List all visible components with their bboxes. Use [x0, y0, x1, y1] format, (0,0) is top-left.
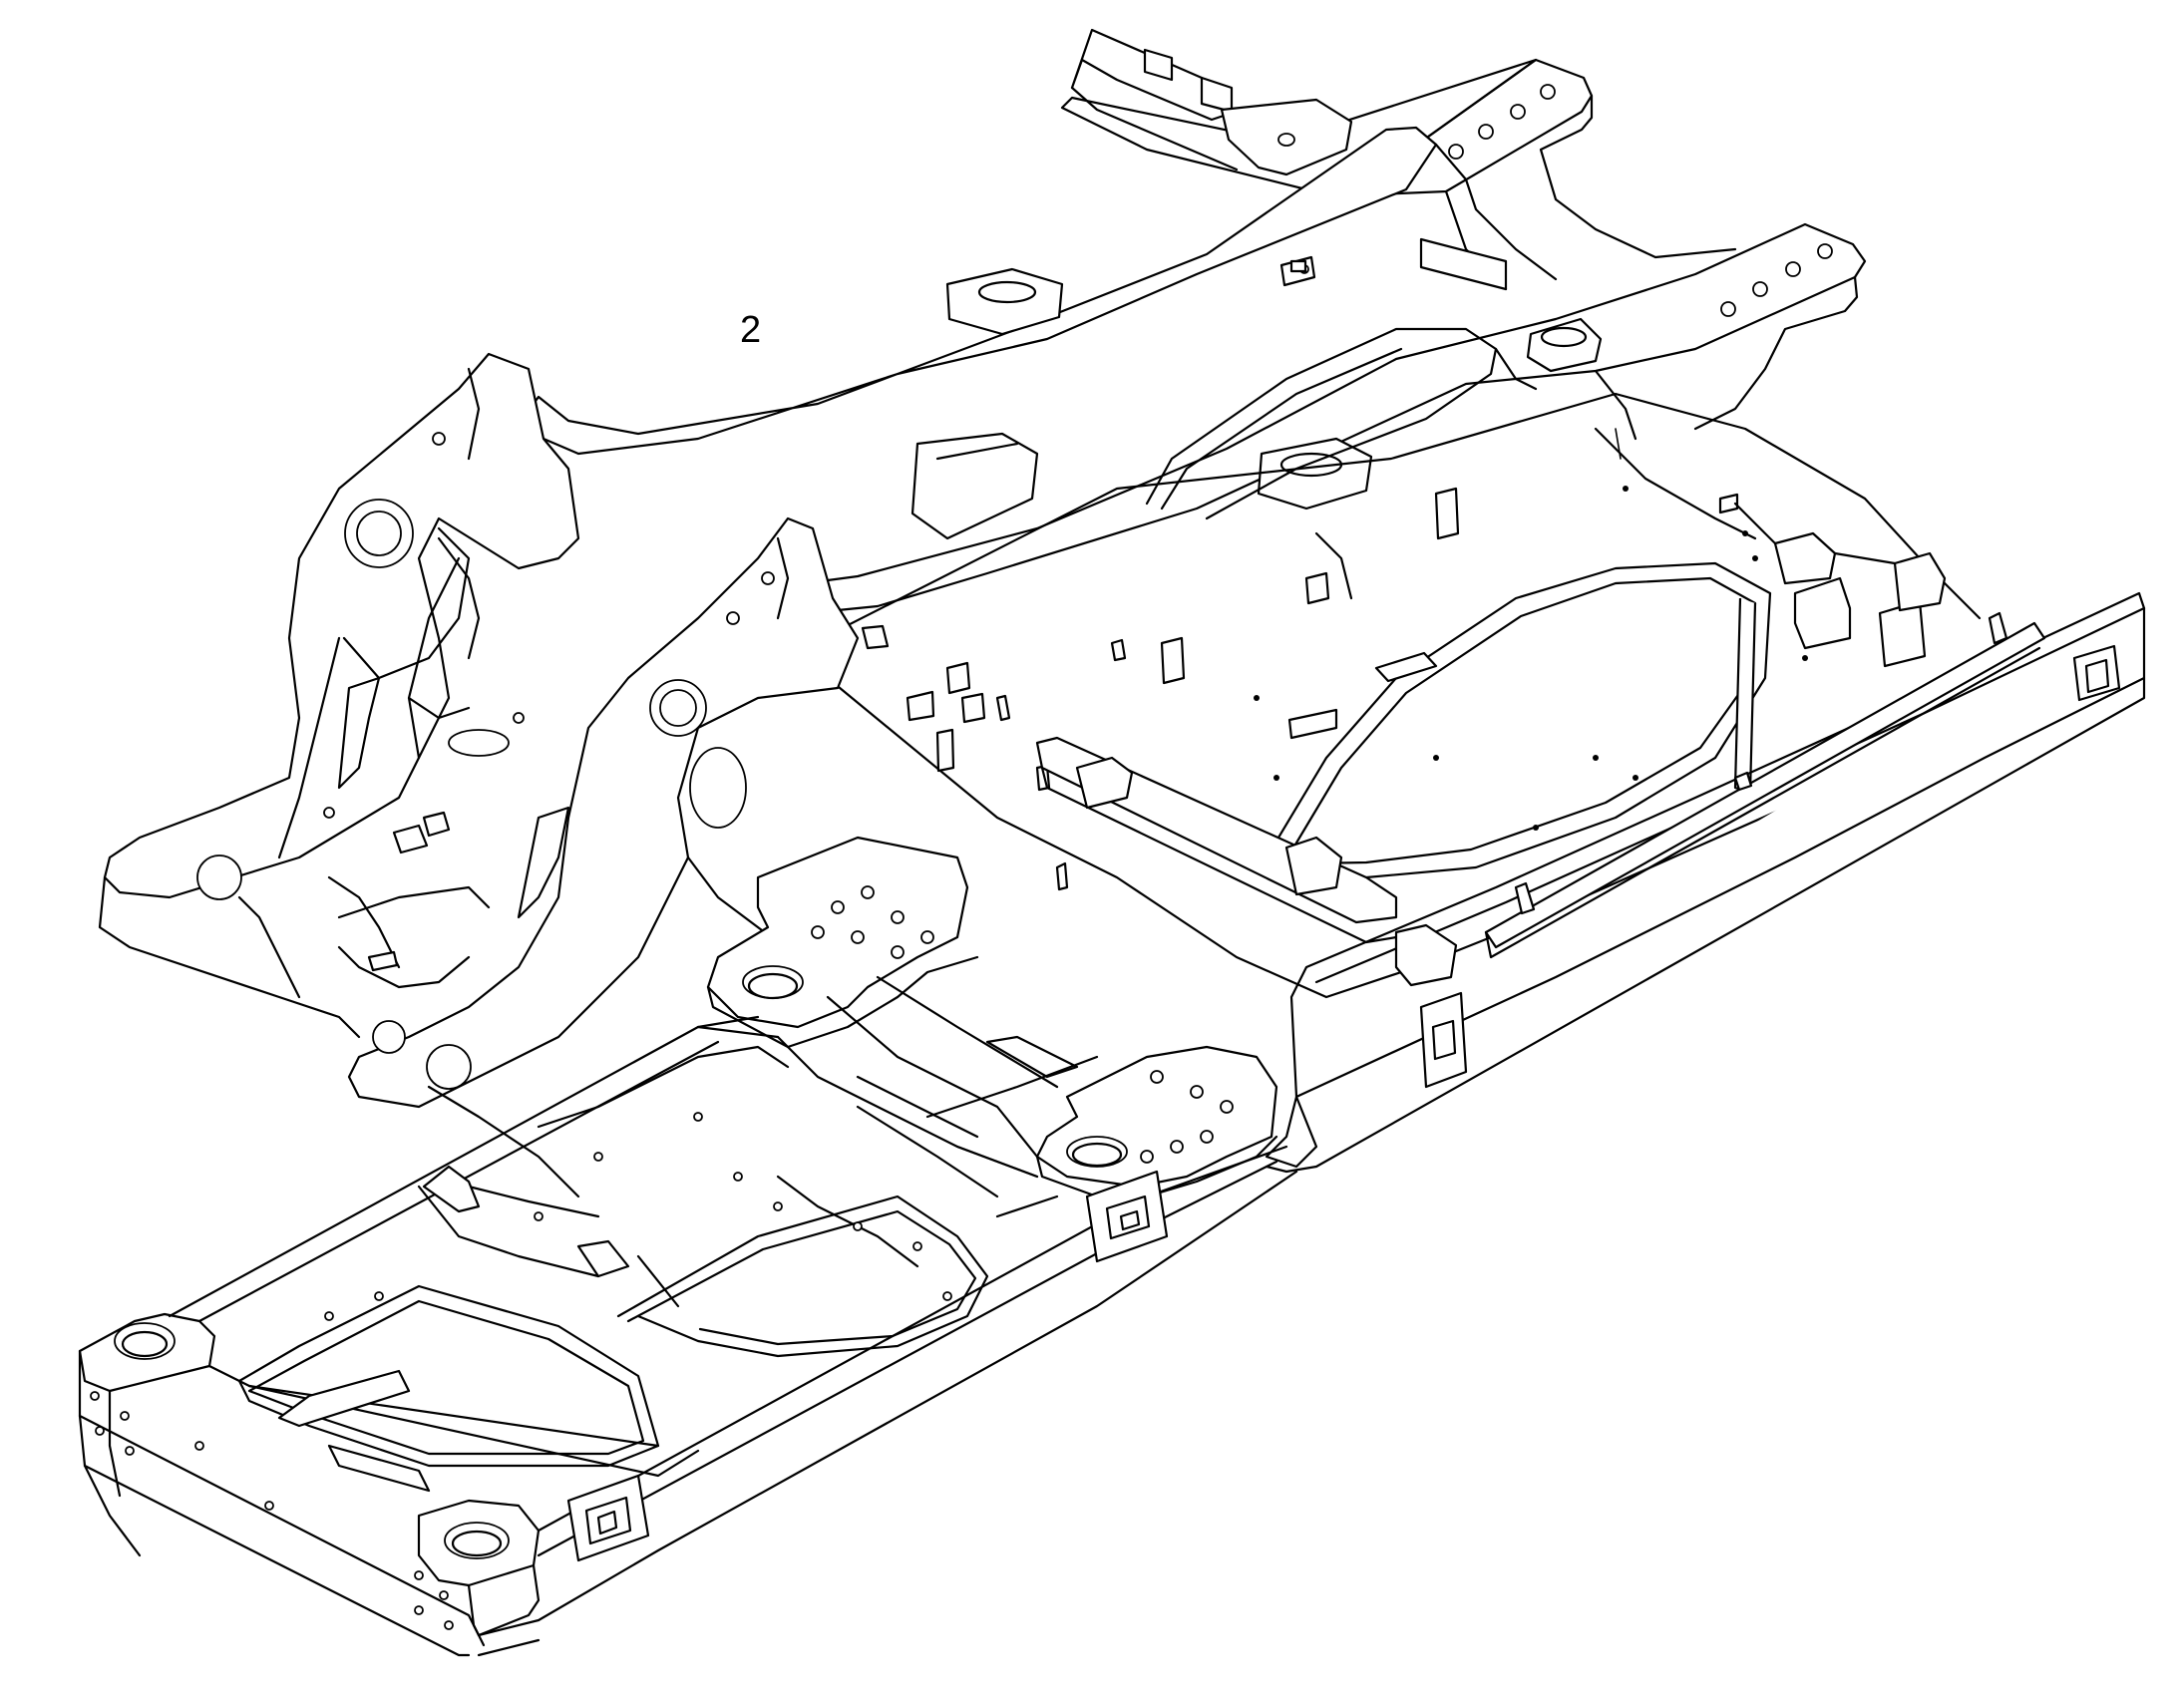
inner-left-rail: [168, 1025, 780, 1478]
front-frame-windows: [237, 1045, 989, 1493]
right-slide-rail: [1484, 611, 2046, 959]
mid-transverse-beam: [696, 1015, 1099, 1218]
floor-hardware: [861, 428, 1927, 891]
front-lift-bracket-inner: [347, 516, 860, 1109]
front-frame: [78, 1312, 541, 1657]
rear-mount-bracket: [1070, 28, 1353, 176]
callout-label-2: 2: [740, 309, 762, 351]
front-mount-plate: [706, 836, 979, 1049]
front-cross-ribs: [776, 975, 1079, 1179]
upper-interior: [910, 237, 1603, 540]
left-side-beam: [477, 1145, 1298, 1657]
upper-left-rail: [527, 126, 1558, 456]
bracket-webs: [237, 536, 570, 999]
right-cross-beam: [1035, 502, 1947, 987]
front-lift-bracket-outer: [98, 352, 580, 1039]
right-side-beam: [1265, 591, 2146, 1174]
upper-side-rail: [816, 222, 1867, 612]
